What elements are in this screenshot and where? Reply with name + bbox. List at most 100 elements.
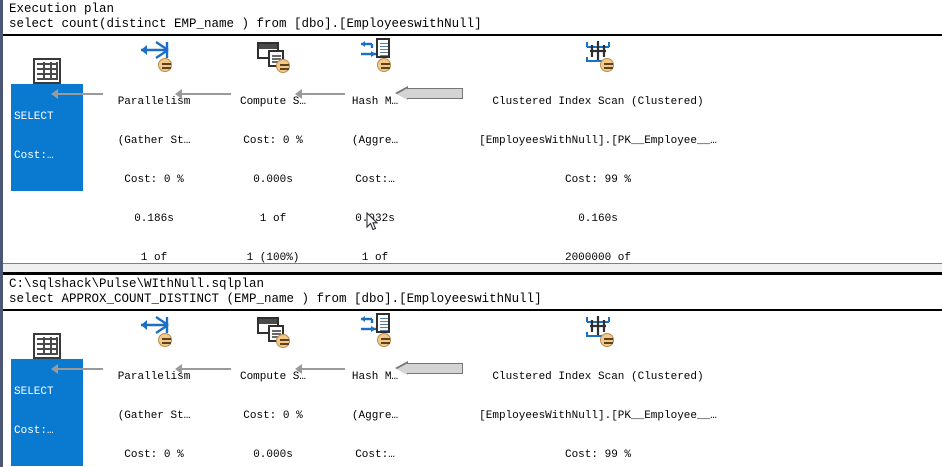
node-line: Hash M… <box>351 371 399 383</box>
node-line: Clustered Index Scan (Clustered) <box>492 371 704 383</box>
pane-bottom-query: select APPROX_COUNT_DISTINCT (EMP_name )… <box>9 292 542 306</box>
node-line: Cost: 0 % <box>243 135 303 147</box>
clustered-index-scan-icon <box>578 313 618 347</box>
plan-node-clustered-index-scan[interactable]: Clustered Index Scan (Clustered) [Employ… <box>453 38 743 263</box>
clustered-index-scan-icon <box>578 38 618 72</box>
node-line: 0.032s <box>355 213 395 225</box>
plan-node-hash-match-text: Hash M… (Aggre… Cost:… 0.055s 1 of 1 (10… <box>339 345 411 467</box>
connector-scan-to-hash <box>395 86 463 101</box>
select-badge-line-0: SELECT <box>14 111 54 123</box>
pane-bottom-title: C:\sqlshack\Pulse\WIthNull.sqlplan <box>9 277 265 291</box>
select-badge-line-0: SELECT <box>14 386 54 398</box>
connector-compute-to-parallelism <box>175 364 231 374</box>
node-line: Compute S… <box>239 371 306 383</box>
node-line: Hash M… <box>351 96 399 108</box>
plan-node-parallelism[interactable]: Parallelism (Gather St… Cost: 0 % 0.186s… <box>99 38 209 263</box>
hash-match-glyph <box>360 38 390 64</box>
node-line: (Gather St… <box>117 410 191 422</box>
pane-top-header: Execution plan select count(distinct EMP… <box>3 0 942 36</box>
parallelism-icon <box>134 38 174 72</box>
plan-node-compute-scalar[interactable]: Compute S… Cost: 0 % 0.000s 1 of 1 (100%… <box>225 317 321 467</box>
connector-parallelism-to-select <box>51 364 103 374</box>
node-line: (Aggre… <box>351 135 399 147</box>
select-cost-badge: SELECT Cost:… <box>11 359 84 466</box>
plan-node-clustered-index-scan-text: Clustered Index Scan (Clustered) [Employ… <box>453 345 743 467</box>
node-line: Cost: 99 % <box>564 174 631 186</box>
plan-node-parallelism-text: Parallelism (Gather St… Cost: 0 % 0.186s… <box>99 70 209 263</box>
plan-node-compute-scalar-text: Compute S… Cost: 0 % 0.000s 1 of 1 (100%… <box>225 70 321 263</box>
pane-top-plan-canvas[interactable]: SELECT Cost:… <box>3 36 942 263</box>
execution-plan-pane-top: Execution plan select count(distinct EMP… <box>3 0 942 263</box>
plan-node-clustered-index-scan-text: Clustered Index Scan (Clustered) [Employ… <box>453 70 743 263</box>
plan-node-clustered-index-scan[interactable]: Clustered Index Scan (Clustered) [Employ… <box>453 313 743 467</box>
pane-bottom-plan-canvas[interactable]: SELECT Cost:… <box>3 311 942 467</box>
plan-node-parallelism[interactable]: Parallelism (Gather St… Cost: 0 % 0.213s… <box>99 313 209 467</box>
select-cost-badge: SELECT Cost:… <box>11 84 84 191</box>
node-line: Compute S… <box>239 96 306 108</box>
compute-scalar-icon <box>253 317 293 348</box>
node-line: (Aggre… <box>351 410 399 422</box>
connector-hash-to-compute <box>295 89 345 99</box>
plan-node-hash-match-text: Hash M… (Aggre… Cost:… 0.032s 1 of 1 (10… <box>339 70 411 263</box>
scan-warning-badge <box>600 333 614 347</box>
plan-node-parallelism-text: Parallelism (Gather St… Cost: 0 % 0.213s… <box>99 345 209 467</box>
node-line: 1 of <box>361 252 389 263</box>
hash-match-icon <box>355 38 395 72</box>
node-line: 0.186s <box>134 213 174 225</box>
result-grid-icon <box>33 333 61 359</box>
compute-scalar-icon <box>253 42 293 73</box>
pane-bottom-header: C:\sqlshack\Pulse\WIthNull.sqlplan selec… <box>3 275 942 311</box>
select-badge-line-1: Cost:… <box>14 425 54 437</box>
node-line: Parallelism <box>117 371 191 383</box>
node-line: Cost: 0 % <box>124 174 184 186</box>
hash-match-glyph <box>360 313 390 339</box>
node-line: Parallelism <box>117 96 191 108</box>
node-line: [EmployeesWithNull].[PK__Employee__… <box>479 135 717 147</box>
pane-top-query: select count(distinct EMP_name ) from [d… <box>9 17 482 31</box>
connector-scan-to-hash <box>395 361 463 376</box>
pane-splitter[interactable] <box>3 263 942 275</box>
connector-parallelism-to-select <box>51 89 103 99</box>
hash-match-warning-badge <box>377 333 391 347</box>
parallelism-warning-badge <box>158 333 172 347</box>
node-line: 1 of <box>259 213 287 225</box>
node-line: (Gather St… <box>117 135 191 147</box>
node-line: 0.160s <box>578 213 618 225</box>
node-line: 0.000s <box>253 174 293 186</box>
plan-node-hash-match[interactable]: Hash M… (Aggre… Cost:… 0.055s 1 of 1 (10… <box>339 313 411 467</box>
compute-scalar-warning-badge <box>276 334 290 348</box>
parallelism-glyph <box>141 316 169 334</box>
node-line: Cost: 99 % <box>564 449 631 461</box>
plan-node-select[interactable]: SELECT Cost:… <box>11 58 84 191</box>
node-line: 0.000s <box>253 449 293 461</box>
node-line: 1 of <box>140 252 168 263</box>
plan-node-compute-scalar-text: Compute S… Cost: 0 % 0.000s 1 of 1 (100%… <box>225 345 321 467</box>
scan-warning-badge <box>600 58 614 72</box>
compute-scalar-glyph <box>257 317 287 343</box>
connector-compute-to-parallelism <box>175 89 231 99</box>
plan-node-compute-scalar[interactable]: Compute S… Cost: 0 % 0.000s 1 of 1 (100%… <box>225 42 321 263</box>
node-line: [EmployeesWithNull].[PK__Employee__… <box>479 410 717 422</box>
result-grid-icon <box>33 58 61 84</box>
execution-plan-pane-bottom: C:\sqlshack\Pulse\WIthNull.sqlplan selec… <box>3 275 942 467</box>
compute-scalar-warning-badge <box>276 59 290 73</box>
node-line: Cost:… <box>355 449 395 461</box>
node-line: Cost: 0 % <box>124 449 184 461</box>
hash-match-warning-badge <box>377 58 391 72</box>
parallelism-warning-badge <box>158 58 172 72</box>
plan-node-select[interactable]: SELECT Cost:… <box>11 333 84 466</box>
node-line: Clustered Index Scan (Clustered) <box>492 96 704 108</box>
mouse-cursor <box>366 212 378 231</box>
parallelism-icon <box>134 313 174 347</box>
hash-match-icon <box>355 313 395 347</box>
node-line: 2000000 of <box>564 252 631 263</box>
window-left-border <box>0 0 3 467</box>
connector-hash-to-compute <box>295 364 345 374</box>
pane-top-title: Execution plan <box>9 2 115 16</box>
parallelism-glyph <box>141 41 169 59</box>
node-line: Cost:… <box>355 174 395 186</box>
plan-node-hash-match[interactable]: Hash M… (Aggre… Cost:… 0.032s 1 of 1 (10… <box>339 38 411 263</box>
select-badge-line-1: Cost:… <box>14 150 54 162</box>
node-line: 1 (100%) <box>246 252 300 263</box>
